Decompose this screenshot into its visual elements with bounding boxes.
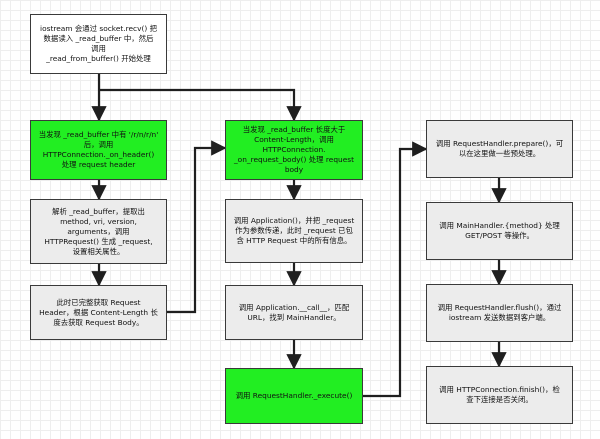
node-prepare: 调用 RequestHandler.prepare()，可 以在这里做一些预处理…	[426, 120, 573, 178]
node-on-request-body: 当发现 _read_buffer 长度大于 Content-Length，调用 …	[225, 120, 363, 180]
node-application: 调用 Application()，并把 _request 作为参数传递，此时 _…	[225, 199, 363, 263]
edge-execute-to-prepare	[363, 141, 428, 398]
node-application-call: 调用 Application.__call__，匹配 URL，找到 MainHa…	[225, 285, 363, 340]
node-on-header: 当发现 _read_buffer 中有 '/r/n/r/n' 后，调用 HTTP…	[30, 120, 167, 180]
node-header-complete: 此时已完整获取 Request Header，根据 Content-Length…	[30, 285, 167, 340]
edge-header-done-to-on-body	[167, 140, 227, 314]
node-finish: 调用 HTTPConnection.finish()，检 查下连接是否关闭。	[426, 366, 573, 424]
edge-recv-to-on-body	[99, 88, 302, 122]
node-main-handler-method: 调用 MainHandler.{method} 处理 GET/POST 等操作。	[426, 202, 573, 260]
node-flush: 调用 RequestHandler.flush()，通过 iostream 发送…	[426, 284, 573, 342]
node-execute: 调用 RequestHandler._execute()	[225, 368, 363, 424]
node-socket-recv: iostream 会通过 socket.recv() 把 数据读入 _read_…	[30, 14, 167, 74]
node-parse-read-buffer: 解析 _read_buffer，提取出 method, vri, version…	[30, 199, 167, 264]
